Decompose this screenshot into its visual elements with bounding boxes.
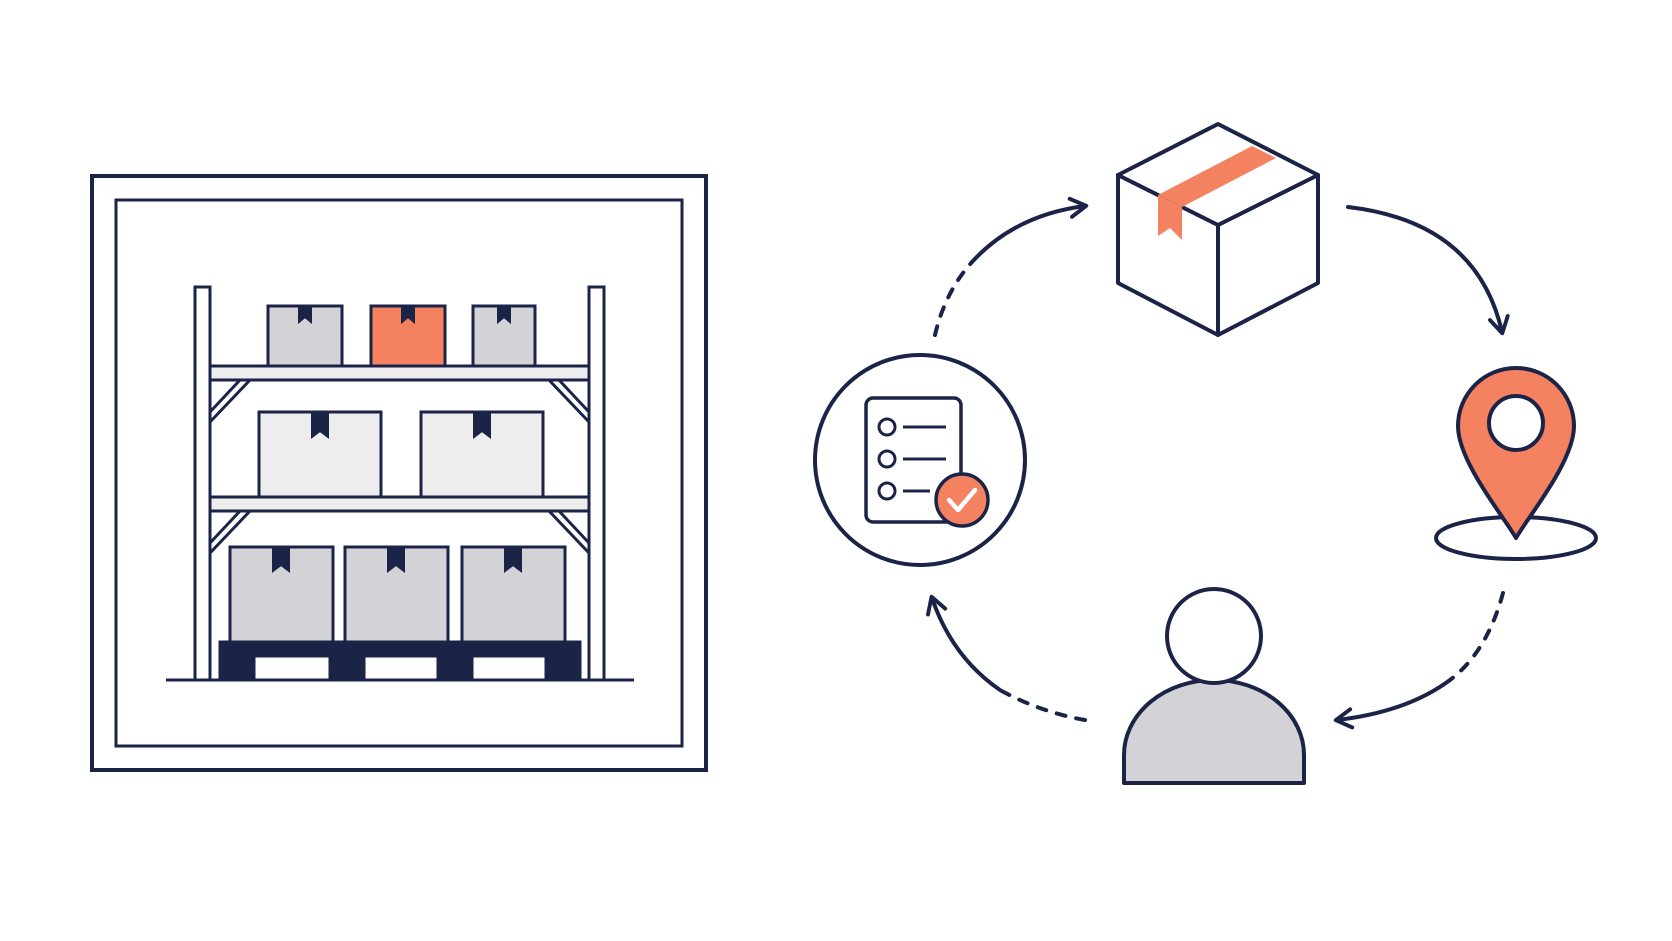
user-head (1165, 587, 1263, 685)
package-tape-tab (1158, 195, 1182, 240)
arrow-checklist-to-package (970, 196, 1089, 264)
user-body (1122, 678, 1306, 785)
bottom-shelf-boxes (228, 545, 567, 644)
pallet-top-board (218, 640, 582, 658)
checklist-items (877, 417, 946, 501)
arrow-location-to-customer (1333, 678, 1452, 730)
location-pin-icon (1434, 366, 1598, 561)
arrow-package-to-location (1346, 205, 1510, 336)
user-icon (1122, 587, 1306, 785)
package-tape-top (1158, 146, 1276, 207)
checklist-bullet (877, 449, 897, 469)
box-tape-tab (311, 412, 329, 439)
warehouse-inner-frame (114, 198, 684, 748)
pallet-block (436, 654, 474, 682)
arrow-checklist-to-package-dashed (933, 260, 974, 337)
box-tape-tab (387, 547, 405, 573)
arrow-location-to-customer-dashed (1448, 591, 1505, 682)
warehouse-outer-frame (90, 174, 708, 772)
pallet-block (544, 654, 582, 682)
shelf-beam-top (208, 364, 591, 382)
cycle-connectors (926, 196, 1510, 730)
box-tape-tab (401, 306, 415, 325)
arrow-customer-to-checklist-dashed (998, 688, 1087, 722)
pallet (218, 640, 582, 682)
shelf-upright-right (587, 285, 606, 682)
check-mark-icon (946, 487, 978, 513)
middle-shelf-boxes (257, 410, 545, 499)
arrow-customer-to-checklist (926, 594, 1002, 692)
warehouse-shelf-icon (90, 174, 708, 772)
check-badge (934, 472, 990, 528)
location-pin-hole (1487, 394, 1545, 452)
package-icon (1116, 122, 1320, 337)
box-tape-tab (298, 306, 312, 325)
top-shelf-boxes (266, 304, 537, 368)
pallet-block (328, 654, 366, 682)
box-tape-tab (504, 547, 522, 573)
shelf-box-highlighted (369, 304, 447, 368)
checklist-icon (813, 353, 1027, 567)
shelf-beam-middle (208, 495, 591, 513)
box-tape-tab (473, 412, 491, 439)
shelf-braces (208, 378, 591, 555)
location-pin-body (1456, 366, 1576, 540)
checklist-bullet (877, 417, 897, 437)
shelf-upright-left (193, 285, 212, 682)
checklist-bullet (877, 481, 897, 501)
pallet-block (218, 654, 256, 682)
box-tape-tab (497, 306, 511, 325)
box-tape-tab (272, 547, 290, 573)
